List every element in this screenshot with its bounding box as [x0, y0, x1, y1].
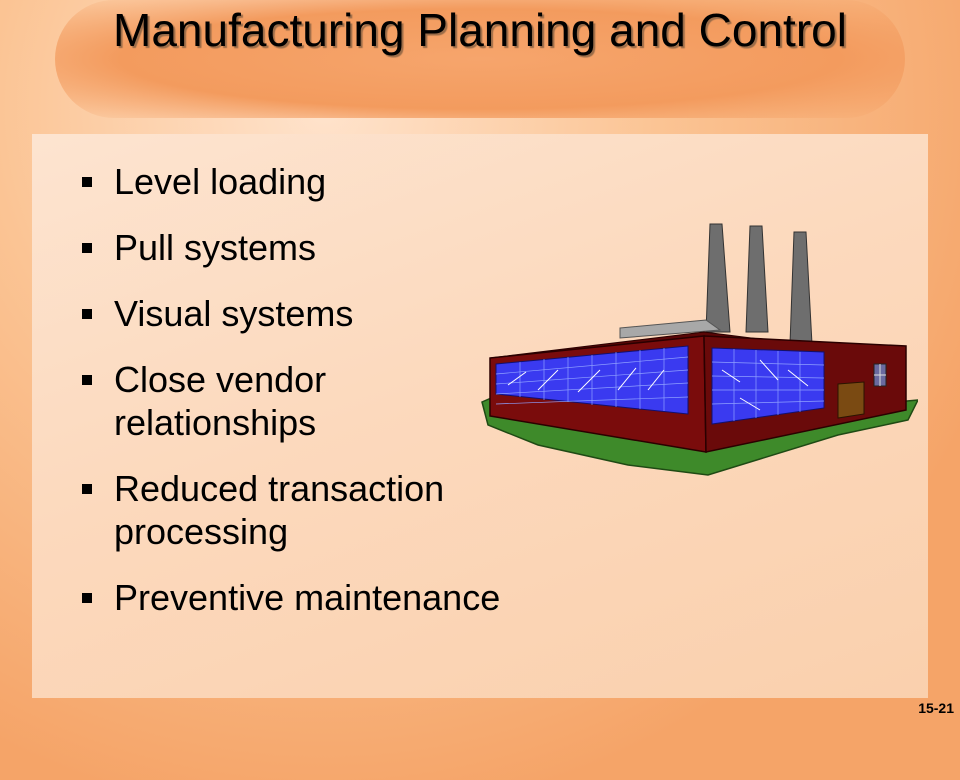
bullet-item: Level loading [78, 160, 598, 203]
factory-icon [481, 223, 918, 476]
bullet-text: Pull systems [114, 227, 317, 268]
square-bullet-icon [82, 243, 92, 253]
bullet-item: Close vendor relationships [78, 358, 414, 444]
bullet-text: Close vendor relationships [114, 359, 327, 443]
bullet-item: Visual systems [78, 292, 598, 335]
bullet-item: Reduced transaction processing [78, 467, 554, 553]
bullet-item: Pull systems [78, 226, 598, 269]
square-bullet-icon [82, 593, 92, 603]
bullet-item: Preventive maintenance [78, 576, 598, 619]
slide-number: 15-21 [918, 700, 954, 716]
square-bullet-icon [82, 309, 92, 319]
square-bullet-icon [82, 177, 92, 187]
slide-title: Manufacturing Planning and Control [113, 4, 847, 56]
bullet-text: Level loading [114, 161, 327, 202]
square-bullet-icon [82, 375, 92, 385]
bullet-text: Preventive maintenance [114, 577, 501, 618]
bullet-text: Reduced transaction processing [114, 468, 445, 552]
bullet-list: Level loading Pull systems Visual system… [78, 160, 598, 642]
square-bullet-icon [82, 484, 92, 494]
title-band [55, 0, 905, 118]
bullet-text: Visual systems [114, 293, 354, 334]
